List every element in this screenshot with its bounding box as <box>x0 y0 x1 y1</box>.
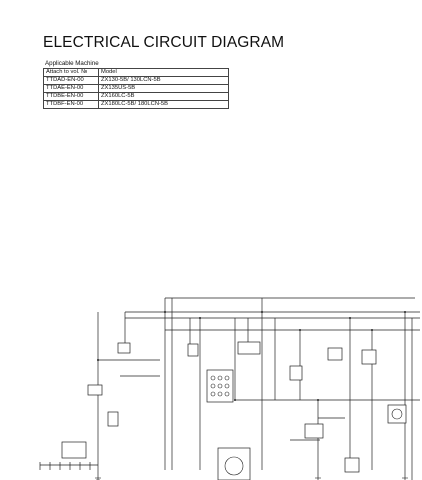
fuel-pump-relay-component <box>237 341 261 355</box>
resistor-component <box>107 411 119 427</box>
starter-relay-component <box>87 384 103 396</box>
diode-component <box>344 457 360 473</box>
pilot-shut-off-relay-2 <box>327 347 343 361</box>
solenoid-valve-component <box>304 423 324 439</box>
table-row: TTDBF-EN-00 ZX180LC-5B/ 180LCN-5B <box>43 100 229 109</box>
ground-symbols <box>95 477 408 480</box>
glow-plug-relay-component <box>187 343 199 357</box>
horn-component <box>387 404 407 424</box>
circuit-components <box>61 341 407 480</box>
glow-plug-coils <box>210 375 403 476</box>
alternator-component <box>61 441 87 459</box>
pilot-shut-off-relay <box>289 365 303 381</box>
glow-plug-bank <box>206 369 234 403</box>
table-cell: ZX180LC-5B/ 180LCN-5B <box>98 100 229 109</box>
starter-cut-relay <box>361 349 377 365</box>
applicable-machine-table: Attach to vol. № Model TTDAD-EN-00 ZX130… <box>43 68 229 109</box>
junction-dots <box>97 311 406 401</box>
applicable-machine-caption: Applicable Machine <box>45 60 99 67</box>
fuel-pump-component <box>217 447 251 480</box>
wiring-lines <box>39 297 420 480</box>
page-title: ELECTRICAL CIRCUIT DIAGRAM <box>43 34 285 51</box>
fuse-component <box>117 342 131 354</box>
